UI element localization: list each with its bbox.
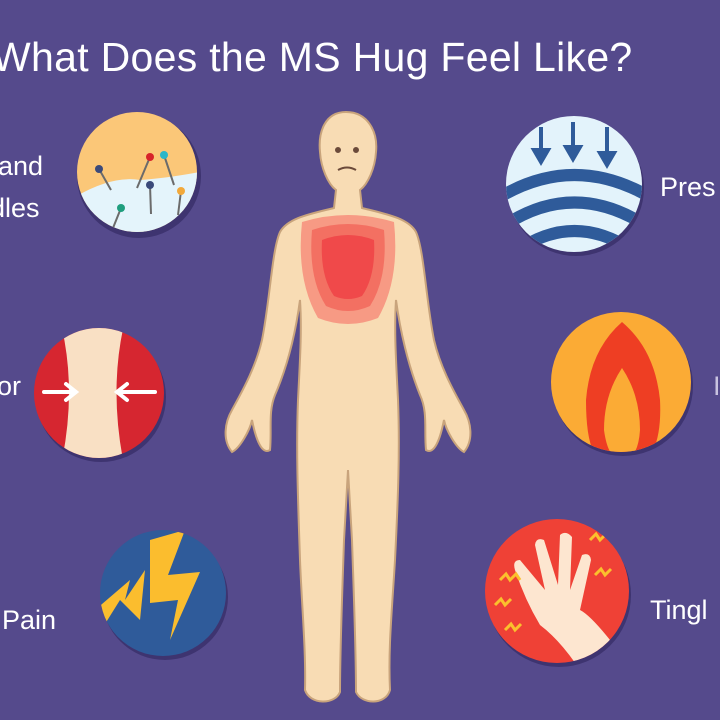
squeezing-icon bbox=[34, 328, 166, 462]
label-pressure: Pres bbox=[660, 172, 716, 202]
tingling-hand-icon bbox=[485, 519, 631, 667]
label-squeeze: or bbox=[0, 371, 22, 401]
label-burning: I bbox=[713, 371, 720, 401]
burning-flame-icon bbox=[551, 312, 693, 456]
pressure-icon bbox=[506, 116, 644, 256]
label-pins-line1: and bbox=[0, 151, 44, 181]
label-pain: Pain bbox=[2, 605, 57, 635]
label-tingling: Tingl bbox=[650, 595, 708, 625]
page-title: What Does the MS Hug Feel Like? bbox=[0, 34, 633, 80]
pain-lightning-icon bbox=[100, 530, 228, 660]
pins-and-needles-icon bbox=[77, 112, 201, 238]
human-body-figure bbox=[224, 110, 472, 703]
face bbox=[335, 147, 359, 171]
chest-pain-area bbox=[300, 215, 396, 324]
